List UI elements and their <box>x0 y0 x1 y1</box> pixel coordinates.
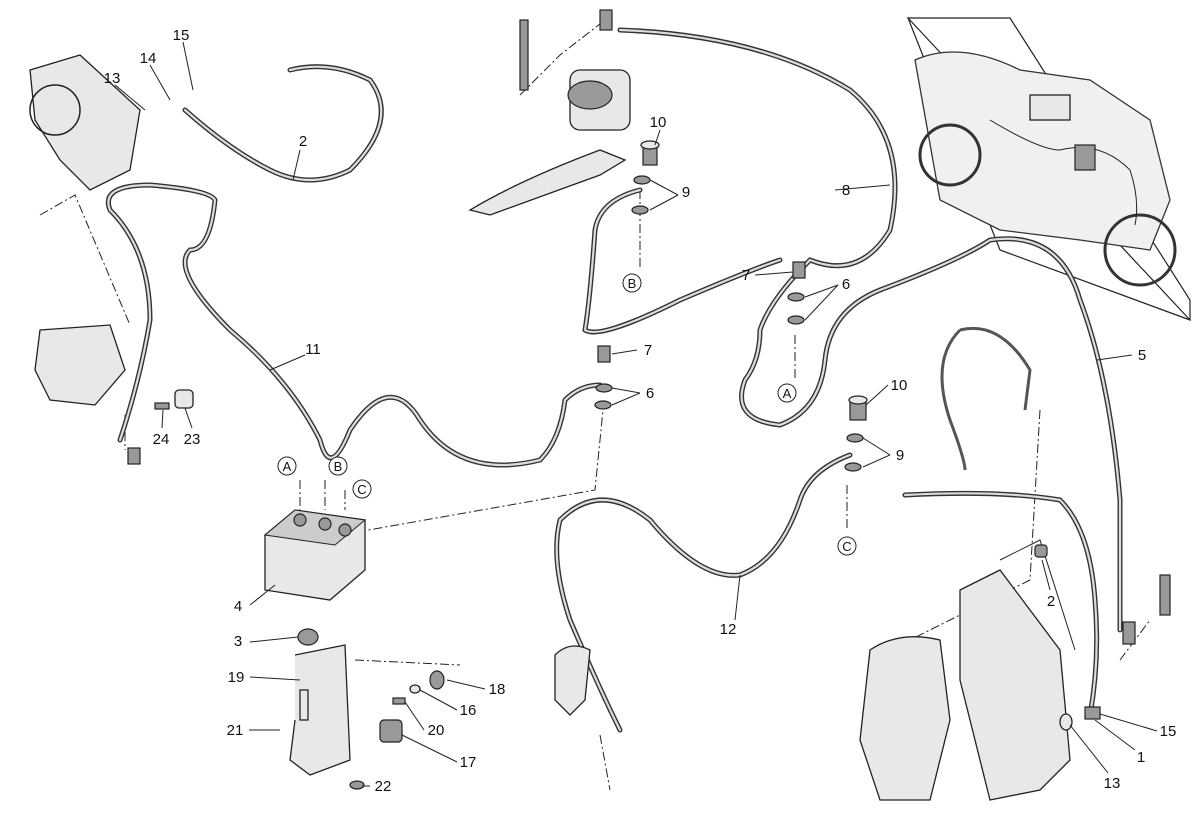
callout-3: 3 <box>234 633 242 650</box>
svg-text:A: A <box>283 459 292 474</box>
svg-text:C: C <box>357 482 366 497</box>
callout-18: 18 <box>489 681 506 698</box>
abs-modulator-unit <box>263 509 445 790</box>
callout-24: 24 <box>153 431 170 448</box>
callout-21: 21 <box>227 722 244 739</box>
callout-6: 6 <box>646 385 654 402</box>
callout-2: 2 <box>1047 593 1055 610</box>
callout-15: 15 <box>173 27 190 44</box>
marker-c-abs: C <box>352 479 372 499</box>
brake-hoses <box>106 27 1123 733</box>
callout-20: 20 <box>428 722 445 739</box>
callout-15: 15 <box>1160 723 1177 740</box>
svg-text:B: B <box>628 276 637 291</box>
marker-b-upper: B <box>622 273 642 293</box>
marker-c-right: C <box>837 536 857 556</box>
marker-a-mid: A <box>777 383 797 403</box>
callout-22: 22 <box>375 778 392 795</box>
svg-text:A: A <box>783 386 792 401</box>
front-master-cylinder <box>468 9 631 216</box>
callout-10: 10 <box>891 377 908 394</box>
callout-14: 14 <box>140 50 157 67</box>
callout-5: 5 <box>1138 347 1146 364</box>
callout-19: 19 <box>228 669 245 686</box>
callout-13: 13 <box>104 70 121 87</box>
callout-13: 13 <box>1104 775 1121 792</box>
callout-11: 11 <box>305 341 321 358</box>
callout-7: 7 <box>644 342 652 359</box>
callout-7: 7 <box>742 267 750 284</box>
callout-2: 2 <box>299 133 307 150</box>
front-caliper-fork <box>859 539 1171 801</box>
callout-leaders <box>114 41 1158 787</box>
callout-1: 1 <box>1137 749 1145 766</box>
rear-brake-caliper-bracket <box>29 54 194 465</box>
callout-17: 17 <box>460 754 477 771</box>
callout-16: 16 <box>460 702 477 719</box>
marker-a-abs: A <box>277 456 297 476</box>
callout-6: 6 <box>842 276 850 293</box>
rear-master-cylinder <box>554 645 591 716</box>
svg-text:C: C <box>842 539 851 554</box>
banjo-bolts-washers <box>594 140 868 472</box>
connection-markers: B A C A B C <box>277 273 857 556</box>
callout-numbers: 15 14 13 2 10 9 8 7 6 11 7 6 5 10 9 24 2… <box>104 27 1177 795</box>
svg-text:B: B <box>334 459 343 474</box>
callout-9: 9 <box>896 447 904 464</box>
callout-23: 23 <box>184 431 201 448</box>
callout-4: 4 <box>234 598 242 615</box>
callout-10: 10 <box>650 114 667 131</box>
callout-12: 12 <box>720 621 737 638</box>
motorcycle-inset-illustration <box>906 17 1191 322</box>
callout-8: 8 <box>842 182 850 199</box>
marker-b-abs: B <box>328 456 348 476</box>
callout-9: 9 <box>682 184 690 201</box>
